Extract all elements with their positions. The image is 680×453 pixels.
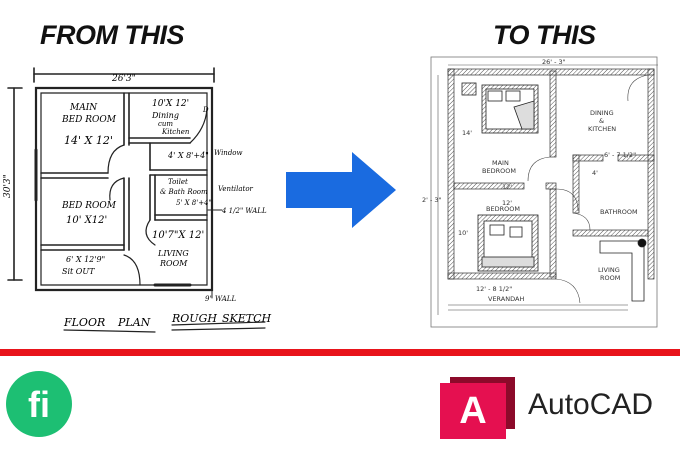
sketch-passage-dim: 4' X 8'+4"	[167, 151, 209, 160]
sketch-toilet-label-2: & Bath Room	[160, 188, 208, 196]
sketch-window-label: Window	[214, 149, 243, 157]
sketch-caption-sketch: SKETCH	[222, 312, 272, 325]
autocad-letter: A	[459, 390, 486, 432]
sketch-sitout-dim: 6' X 12'9"	[66, 255, 105, 264]
sketch-dining-label-2: cum	[158, 120, 173, 128]
sketch-door-label: D	[202, 106, 209, 114]
cad-verandah: VERANDAH	[488, 295, 524, 303]
cad-ten: 10'	[458, 229, 468, 237]
sketch-wall-note: 4 1/2" WALL	[221, 207, 267, 215]
cad-passage-dim: 6' - 7 1/2"	[604, 151, 636, 159]
sketch-ventilator: Ventilator	[218, 185, 254, 193]
cad-sofa	[599, 238, 647, 302]
sketch-caption-floor: FLOOR	[63, 316, 105, 329]
red-divider	[0, 349, 680, 356]
sketch-toilet-dim: 5' X 8'+4"	[176, 199, 212, 207]
cad-floor-plan: 26' - 3" 2' - 3" DINING & KITCHEN 14' MA…	[422, 56, 658, 328]
cad-twelve-2: 12'	[502, 199, 512, 207]
sketch-bedroom-dim: 10' X12'	[66, 215, 107, 226]
right-arrow-icon	[286, 152, 396, 228]
fiverr-glyph: fi	[28, 384, 50, 425]
sketch-bedroom-label: BED ROOM	[61, 201, 117, 211]
cad-main-dim: 14'	[462, 129, 472, 137]
cad-dining-3: KITCHEN	[588, 125, 616, 133]
sketch-overall-width: 26'3"	[111, 74, 136, 84]
cad-four: 4'	[592, 169, 598, 177]
sketch-sitout-label: Sit OUT	[62, 267, 95, 276]
sketch-living-label-1: LIVING	[157, 249, 189, 258]
cad-walls	[447, 68, 655, 280]
cad-living-2: ROOM	[600, 274, 620, 282]
cad-main-bedroom-2: BEDROOM	[482, 167, 516, 175]
sketch-living-dim: 10'7"X 12'	[152, 230, 204, 241]
autocad-wordmark: AutoCAD	[528, 388, 654, 421]
sketch-door-arc-1	[107, 144, 125, 174]
cad-main-bedroom-1: MAIN	[492, 159, 509, 167]
sketch-dining-dim: 10'X 12'	[152, 99, 189, 109]
cad-bathroom: BATHROOM	[600, 208, 638, 216]
from-heading: FROM THIS	[40, 20, 185, 50]
cad-living-1: LIVING	[598, 266, 620, 274]
sketch-dining-label-3: Kitchen	[161, 128, 190, 136]
cad-overall-height: 2' - 3"	[422, 196, 442, 204]
autocad-logo-icon: A	[440, 377, 515, 439]
cad-dining-1: DINING	[590, 109, 614, 117]
sketch-dining-label-1: Dining	[151, 111, 179, 120]
sketch-living-label-2: ROOM	[159, 259, 188, 268]
sketch-main-bedroom-label-1: MAIN	[69, 103, 98, 113]
sketch-overall-height: 30'3"	[3, 174, 13, 198]
cad-bed-second	[477, 214, 539, 272]
cad-overall-width: 26' - 3"	[542, 58, 566, 66]
cad-verandah-dim: 12' - 8 1/2"	[476, 285, 512, 293]
fiverr-logo-icon: fi	[6, 371, 72, 437]
to-heading: TO THIS	[493, 20, 596, 50]
cad-dining-2: &	[599, 117, 604, 125]
cad-twelve-1: 12'	[502, 183, 512, 191]
sketch-main-bedroom-dim: 14' X 12'	[64, 134, 113, 147]
sketch-floor-plan: 26'3" 30'3" MAIN BED ROOM 14' X 12' 10'X…	[3, 67, 272, 333]
sketch-toilet-label-1: Toilet	[168, 178, 188, 186]
sketch-caption-plan: PLAN	[117, 316, 151, 329]
cad-drawing-frame	[430, 56, 658, 328]
cad-bedroom: BEDROOM	[486, 205, 520, 213]
sketch-wall-9: 9" WALL	[205, 295, 236, 303]
sketch-main-bedroom-label-2: BED ROOM	[61, 115, 117, 125]
cad-bed-main	[461, 82, 539, 134]
sketch-caption-rough: ROUGH	[171, 312, 217, 325]
